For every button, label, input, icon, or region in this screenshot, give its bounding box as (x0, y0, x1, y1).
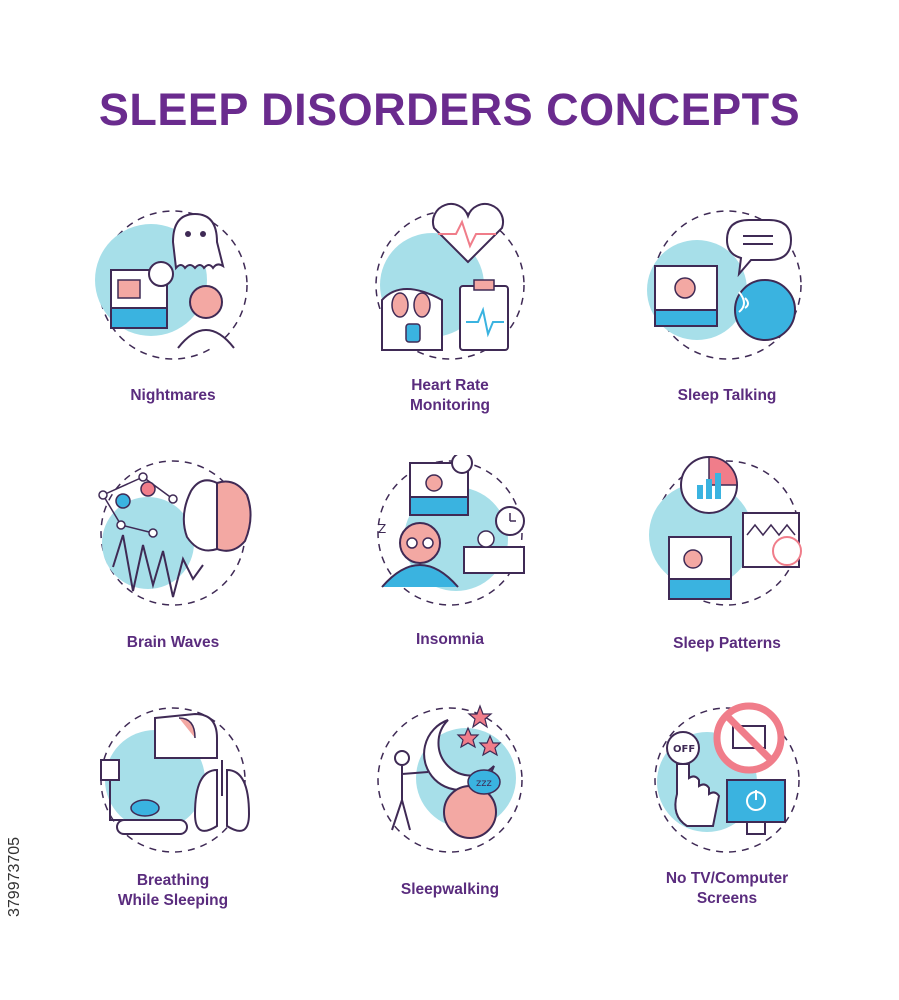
concept-no-screens: OFF No TV/Computer Screens (597, 700, 857, 940)
concept-label: Insomnia (415, 631, 485, 648)
svg-text:zzz: zzz (476, 778, 492, 789)
brain-waves-icon (98, 460, 252, 606)
sleep-patterns-icon (649, 456, 802, 606)
concept-heart-rate: Heart Rate Monitoring (320, 200, 580, 440)
concept-insomnia: Z Insomnia (320, 455, 580, 695)
nightmare-icon (95, 210, 248, 360)
concept-sleepwalking: zzz Sleepwalking (320, 700, 580, 940)
concept-sleep-talking: Sleep Talking (597, 200, 857, 440)
concept-nightmares: Nightmares (43, 200, 303, 440)
concept-label: Breathing While Sleeping (117, 872, 229, 909)
breathing-icon (100, 707, 251, 853)
concept-label: No TV/Computer Screens (665, 870, 789, 907)
page-title: SLEEP DISORDERS CONCEPTS (98, 84, 801, 135)
concept-label: Brain Waves (126, 634, 220, 651)
sleepwalking-icon: zzz (377, 704, 523, 853)
concept-breathing: Breathing While Sleeping (43, 700, 303, 940)
svg-text:Z: Z (378, 522, 386, 536)
concept-label: Sleepwalking (400, 881, 500, 898)
concept-label: Sleep Talking (677, 387, 777, 404)
sleep-talking-icon (647, 210, 802, 360)
concept-label: Nightmares (130, 387, 216, 404)
concept-label: Sleep Patterns (673, 635, 781, 652)
concept-sleep-patterns: Sleep Patterns (597, 455, 857, 695)
insomnia-icon: Z (377, 455, 525, 606)
concept-brain-waves: Brain Waves (43, 455, 303, 695)
svg-text:OFF: OFF (673, 744, 695, 755)
concept-label: Heart Rate Monitoring (409, 377, 491, 414)
heart-rate-icon (375, 203, 525, 360)
no-screens-icon: OFF (654, 702, 800, 853)
stock-id: 379973705 (6, 836, 23, 918)
